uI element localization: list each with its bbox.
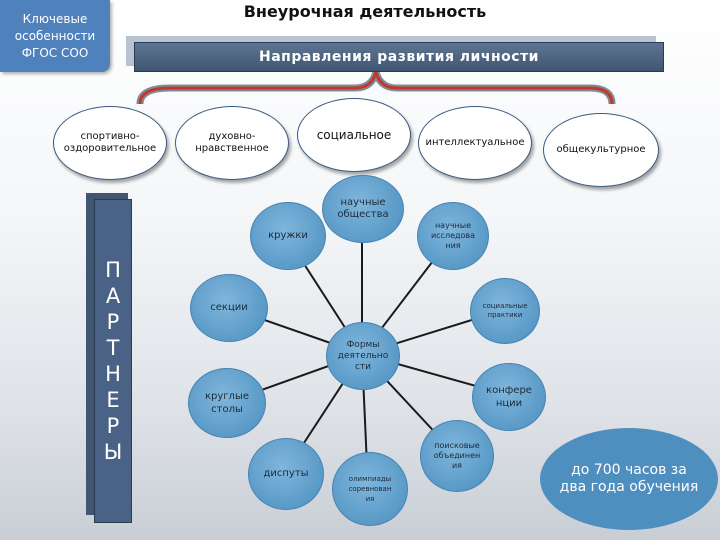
direction-general-cultural: общекультурное: [543, 113, 659, 187]
node-center-forms: Формы деятельно сти: [326, 322, 400, 390]
hours-ellipse: до 700 часов за два года обучения: [540, 428, 718, 530]
node-scientific-societies: научные общества: [322, 175, 404, 243]
key-features-badge: Ключевые особенности ФГОС СОО: [0, 0, 110, 72]
partners-bar: П А Р Т Н Е Р Ы: [94, 199, 132, 523]
partners-letter: П: [105, 258, 121, 282]
partners-letter: А: [105, 284, 121, 308]
node-scientific-research: научные исследова ния: [417, 202, 489, 270]
node-conferences: конфере нции: [472, 363, 546, 431]
node-search-associations: поисковые объединен ия: [420, 420, 494, 492]
node-clubs: кружки: [250, 202, 326, 270]
page-title: Внеурочная деятельность: [243, 2, 487, 21]
direction-sport-health: спортивно- оздоровительное: [53, 106, 167, 180]
direction-intellectual: интеллектуальное: [418, 106, 532, 180]
partners-letter: Н: [105, 362, 121, 386]
node-social-practices: социальные практики: [470, 278, 540, 344]
direction-spiritual-moral: духовно- нравственное: [175, 106, 289, 180]
node-debates: диспуты: [248, 438, 324, 510]
header-bracket: [136, 70, 616, 105]
partners-letter: Р: [106, 310, 120, 334]
node-olympiads: олимпиады соревнован ия: [332, 452, 408, 526]
node-round-tables: круглые столы: [188, 368, 266, 438]
node-sections: секции: [190, 274, 268, 342]
partners-letter: Т: [106, 336, 120, 360]
partners-letter: Е: [106, 388, 120, 412]
partners-letter: Р: [106, 414, 120, 438]
directions-header: Направления развития личности: [134, 42, 664, 72]
direction-social: социальное: [297, 98, 411, 172]
partners-letter: Ы: [103, 440, 123, 464]
